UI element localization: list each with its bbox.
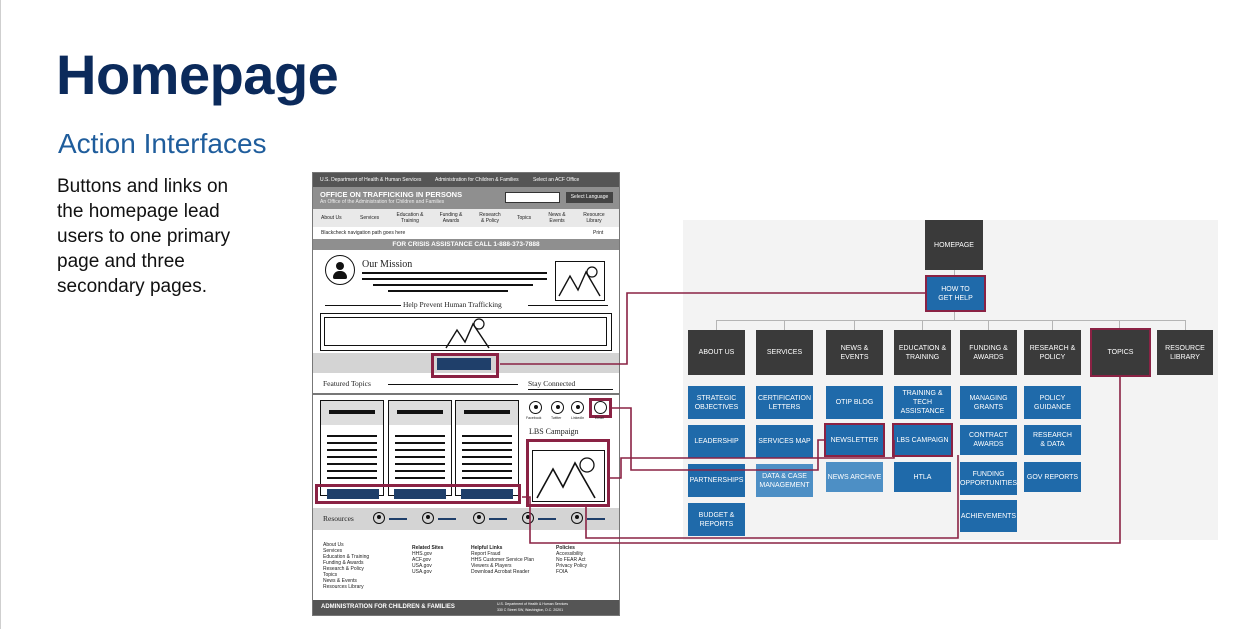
connector-lbs-bottom [586,455,958,538]
connector-topics [522,375,1120,543]
connector-newsletter [611,408,826,470]
connector-lbs-campaign [610,440,894,478]
connector-how-to-get-help [500,293,927,364]
